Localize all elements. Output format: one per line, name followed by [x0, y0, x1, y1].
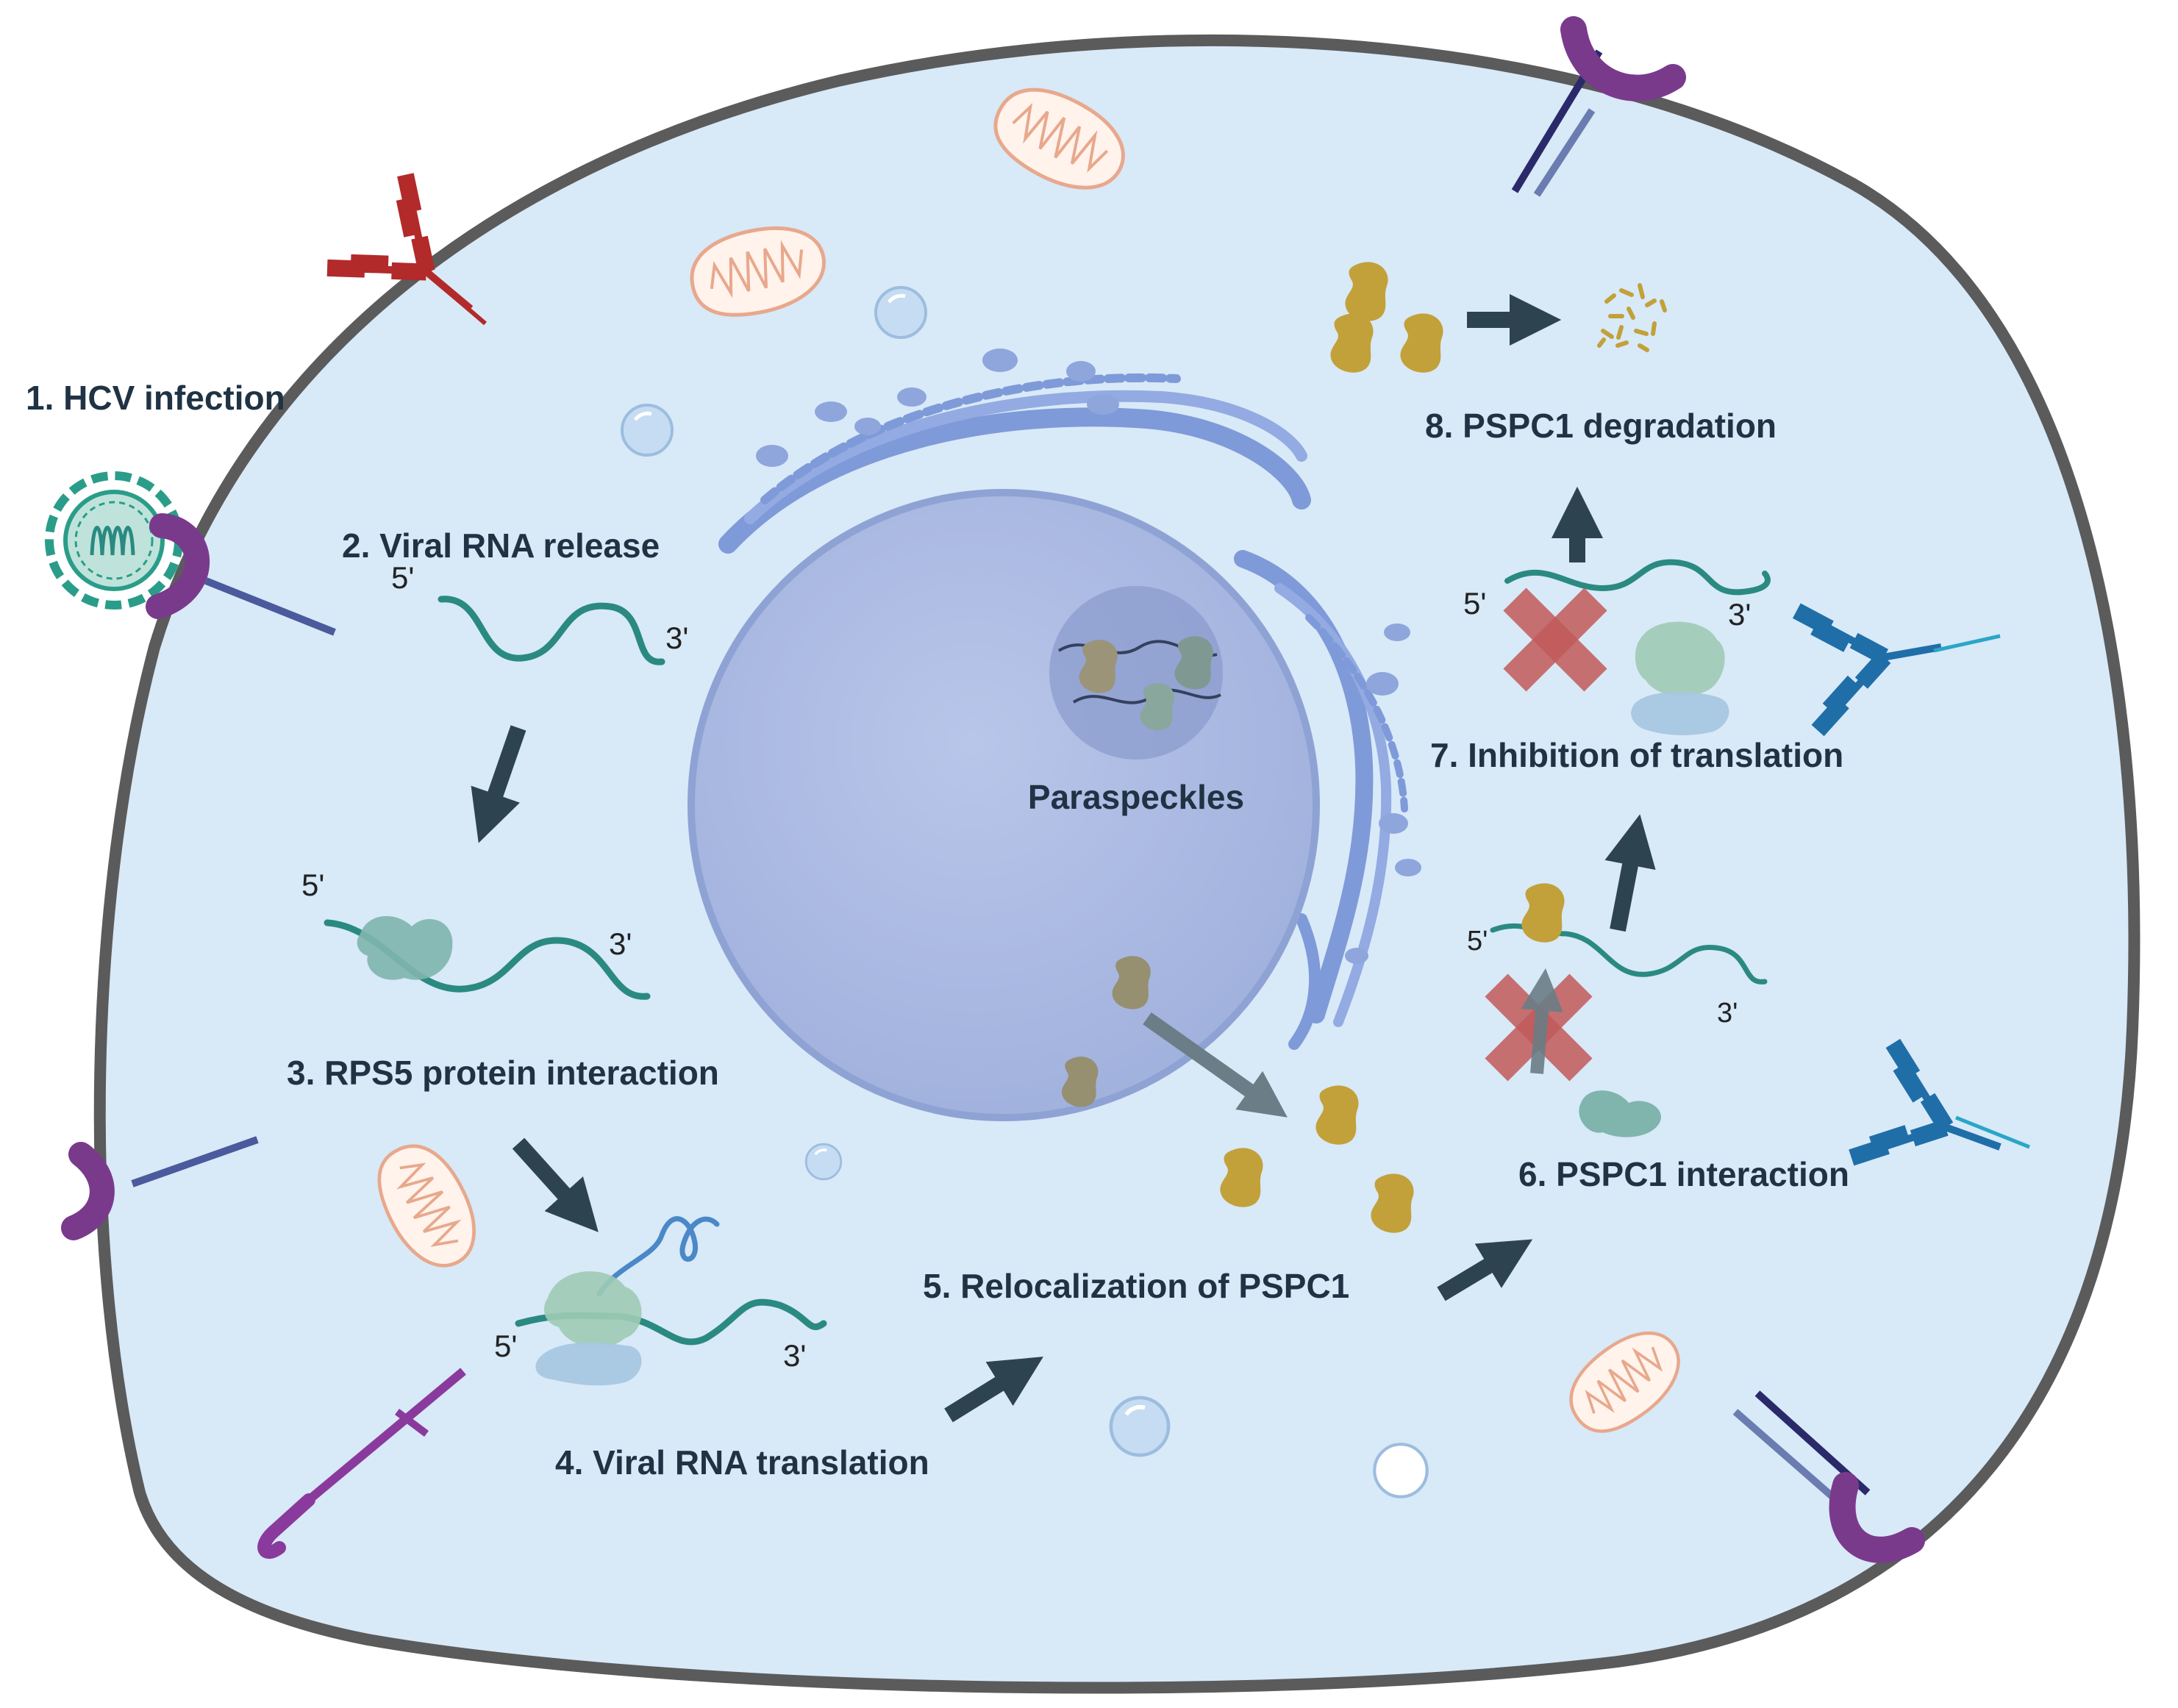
step6-label: 6. PSPC1 interaction	[1518, 1155, 1849, 1193]
paraspeckles-label: Paraspeckles	[1028, 778, 1244, 816]
ribosome-small-blocked-icon	[1631, 691, 1729, 735]
ribosome-large-blocked-icon	[1635, 621, 1725, 697]
step3-label: 3. RPS5 protein interaction	[287, 1054, 719, 1092]
translation-blocked-cross-icon	[1503, 587, 1607, 692]
vesicle-icon	[876, 287, 926, 337]
arrow-step2-to-step3	[471, 725, 526, 843]
step1-label: 1. HCV infection	[26, 379, 285, 417]
arrow-step6-to-step7	[1604, 814, 1656, 932]
pspc1-cytoplasm-icon	[1220, 1148, 1263, 1207]
hcv-receptor-cup-icon	[146, 513, 210, 619]
pspc1-cytoplasm-icon	[1315, 1085, 1359, 1145]
pspc1-bound-icon	[1521, 883, 1565, 943]
pspc1-cytoplasm-icon	[1371, 1173, 1414, 1233]
purple-hook-receptor-icon	[257, 1368, 466, 1559]
rna-3prime-label: 3'	[1717, 998, 1738, 1029]
purple-receptor-left-icon	[61, 1136, 259, 1240]
pspc1-pre-degradation-icon	[1400, 313, 1443, 373]
pspc1-nuclear-icon	[1062, 1057, 1099, 1107]
vesicle-icon	[622, 405, 672, 455]
rna-5prime-label: 5'	[1467, 926, 1488, 957]
step7-label: 7. Inhibition of translation	[1430, 736, 1843, 774]
paraspeckle-contents	[1057, 636, 1221, 731]
vesicle-icon	[804, 1143, 843, 1181]
paraspeckle-body	[1049, 586, 1223, 760]
er-bulges	[756, 349, 1421, 964]
step2-label: 2. Viral RNA release	[342, 526, 660, 565]
arrow-step5-to-step6	[1437, 1239, 1533, 1301]
inhibited-rna-strand	[1504, 559, 1771, 596]
hcv-virion-icon	[45, 471, 183, 610]
rna-3prime-label: 3'	[1728, 597, 1751, 632]
rps5-protein-icon	[357, 916, 453, 980]
arrow-step3-to-step4	[512, 1137, 599, 1232]
rna-5prime-label: 5'	[391, 560, 414, 595]
red-antibody-stalk	[432, 277, 487, 326]
ribosome-small-subunit-icon	[535, 1342, 642, 1386]
pspc1-pre-degradation-icon	[1345, 262, 1388, 321]
viral-rna-strand	[438, 596, 665, 665]
ribosome-large-subunit-icon	[544, 1271, 642, 1348]
arrow-step4-to-step5	[944, 1357, 1043, 1423]
rna-5prime-label: 5'	[1463, 586, 1486, 621]
nascent-peptide	[596, 1216, 720, 1297]
degraded-fragments-icon	[1597, 283, 1667, 352]
blocked-arrow-cross-icon	[1485, 968, 1593, 1082]
relocalization-arrow	[1143, 1012, 1288, 1118]
rna-5prime-label: 5'	[494, 1329, 517, 1363]
vesicle-icon	[1111, 1398, 1168, 1455]
pspc1-nuclear-icon	[1112, 956, 1151, 1010]
rna-3prime-label: 3'	[609, 926, 632, 961]
ribosome-subunit-free-icon	[1579, 1090, 1662, 1137]
purple-receptor-bottom-icon	[1732, 1390, 1925, 1563]
rna-3prime-label: 3'	[665, 621, 688, 655]
vesicle-icon	[1373, 1443, 1429, 1498]
purple-receptor-top-icon	[1511, 16, 1686, 197]
step4-label: 4. Viral RNA translation	[555, 1443, 929, 1482]
step8-label: 8. PSPC1 degradation	[1425, 407, 1777, 445]
endoplasmic-reticulum	[718, 373, 1408, 1050]
step5-label: 5. Relocalization of PSPC1	[923, 1267, 1349, 1305]
hcv-receptor-stalk	[204, 577, 336, 636]
pspc1-pre-degradation-icon	[1330, 313, 1374, 373]
rna-5prime-label: 5'	[301, 868, 324, 902]
rna-3prime-label: 3'	[783, 1338, 806, 1373]
